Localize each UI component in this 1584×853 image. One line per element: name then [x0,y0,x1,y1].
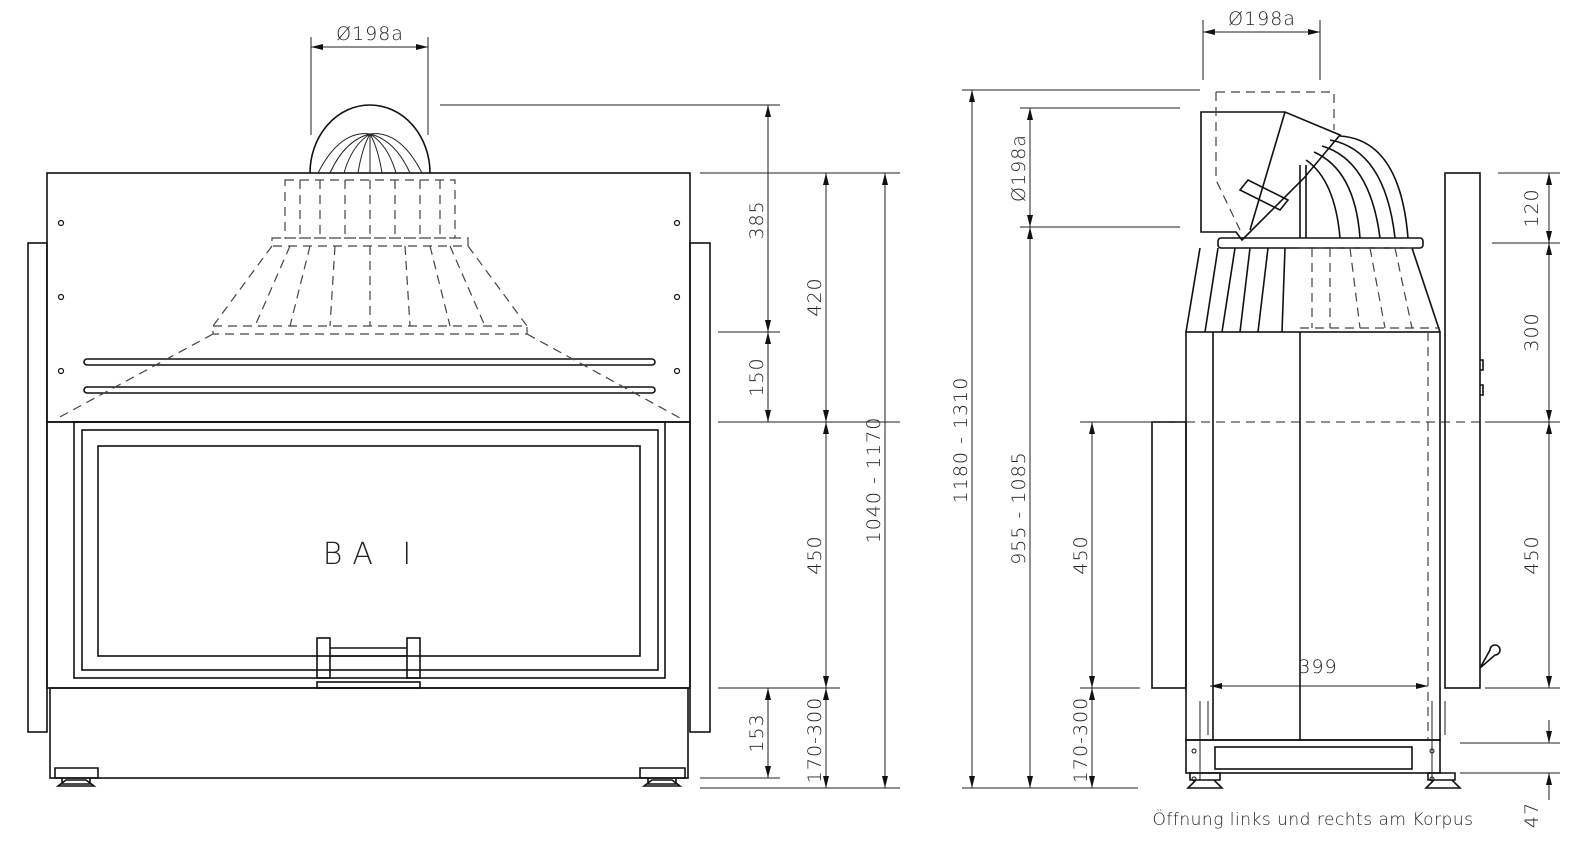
back-fixings [1480,359,1484,396]
dim-1180-1310: 1180 - 1310 [950,377,972,504]
dim-front-flue-diameter: Ø198a [336,23,404,45]
screw-holes [57,219,681,375]
back-panel [1444,172,1481,689]
dim-450: 450 [804,535,826,574]
side-body [1185,331,1441,741]
model-label: BA I [323,537,422,572]
side-base [1185,739,1441,774]
front-view: BA I [27,104,711,787]
dim-150: 150 [746,357,768,396]
top-hood-panel [46,172,691,423]
side-dome [1299,135,1409,239]
air-slot-upper [83,358,656,366]
adjustable-feet [54,767,686,787]
dim-1040-1170: 1040 - 1170 [863,417,885,544]
dim-399: 399 [1298,656,1337,678]
dim-170-300: 170-300 [804,697,826,783]
right-side-panel [689,242,711,733]
side-dimensions: Ø198a 1180 - 1310 Ø198a 955 - 1085 450 1… [950,8,1560,830]
front-door-profile [1151,421,1187,689]
flue-collar-dome [309,104,431,174]
base-slot [1214,746,1413,770]
door-inner-frame [81,429,659,671]
side-feet [1186,772,1462,789]
door-hinge [1479,644,1501,669]
dim-side-450-left: 450 [1070,535,1092,574]
dim-385: 385 [746,200,768,239]
hidden-convection-hood [57,179,681,419]
opening-caption: Öffnung links und rechts am Korpus [1153,808,1474,830]
flue-elbow [1200,91,1342,242]
dim-153: 153 [746,713,768,752]
dim-420: 420 [804,277,826,316]
door-frame [73,421,666,679]
left-side-panel [27,242,48,733]
base-screws [1191,748,1435,782]
dim-120: 120 [1521,188,1543,227]
side-collar-plate [1217,237,1424,249]
side-view [1151,91,1501,789]
dim-side-flue-diameter-top: Ø198a [1228,8,1296,30]
base-frame [49,687,689,779]
dim-side-flue-diameter: Ø198a [1008,134,1030,202]
ash-slot [316,681,421,689]
front-dimensions: Ø198a 385 150 153 420 450 170-300 1040 -… [310,23,900,789]
dim-side-450-right: 450 [1521,535,1543,574]
dim-300: 300 [1521,312,1543,351]
dim-47: 47 [1521,802,1543,828]
air-slot-lower [83,386,656,394]
dim-side-170-300: 170-300 [1070,697,1092,783]
dim-955-1085: 955 - 1085 [1008,451,1030,565]
door-handle [316,637,421,679]
side-hidden-convection [1204,247,1440,333]
